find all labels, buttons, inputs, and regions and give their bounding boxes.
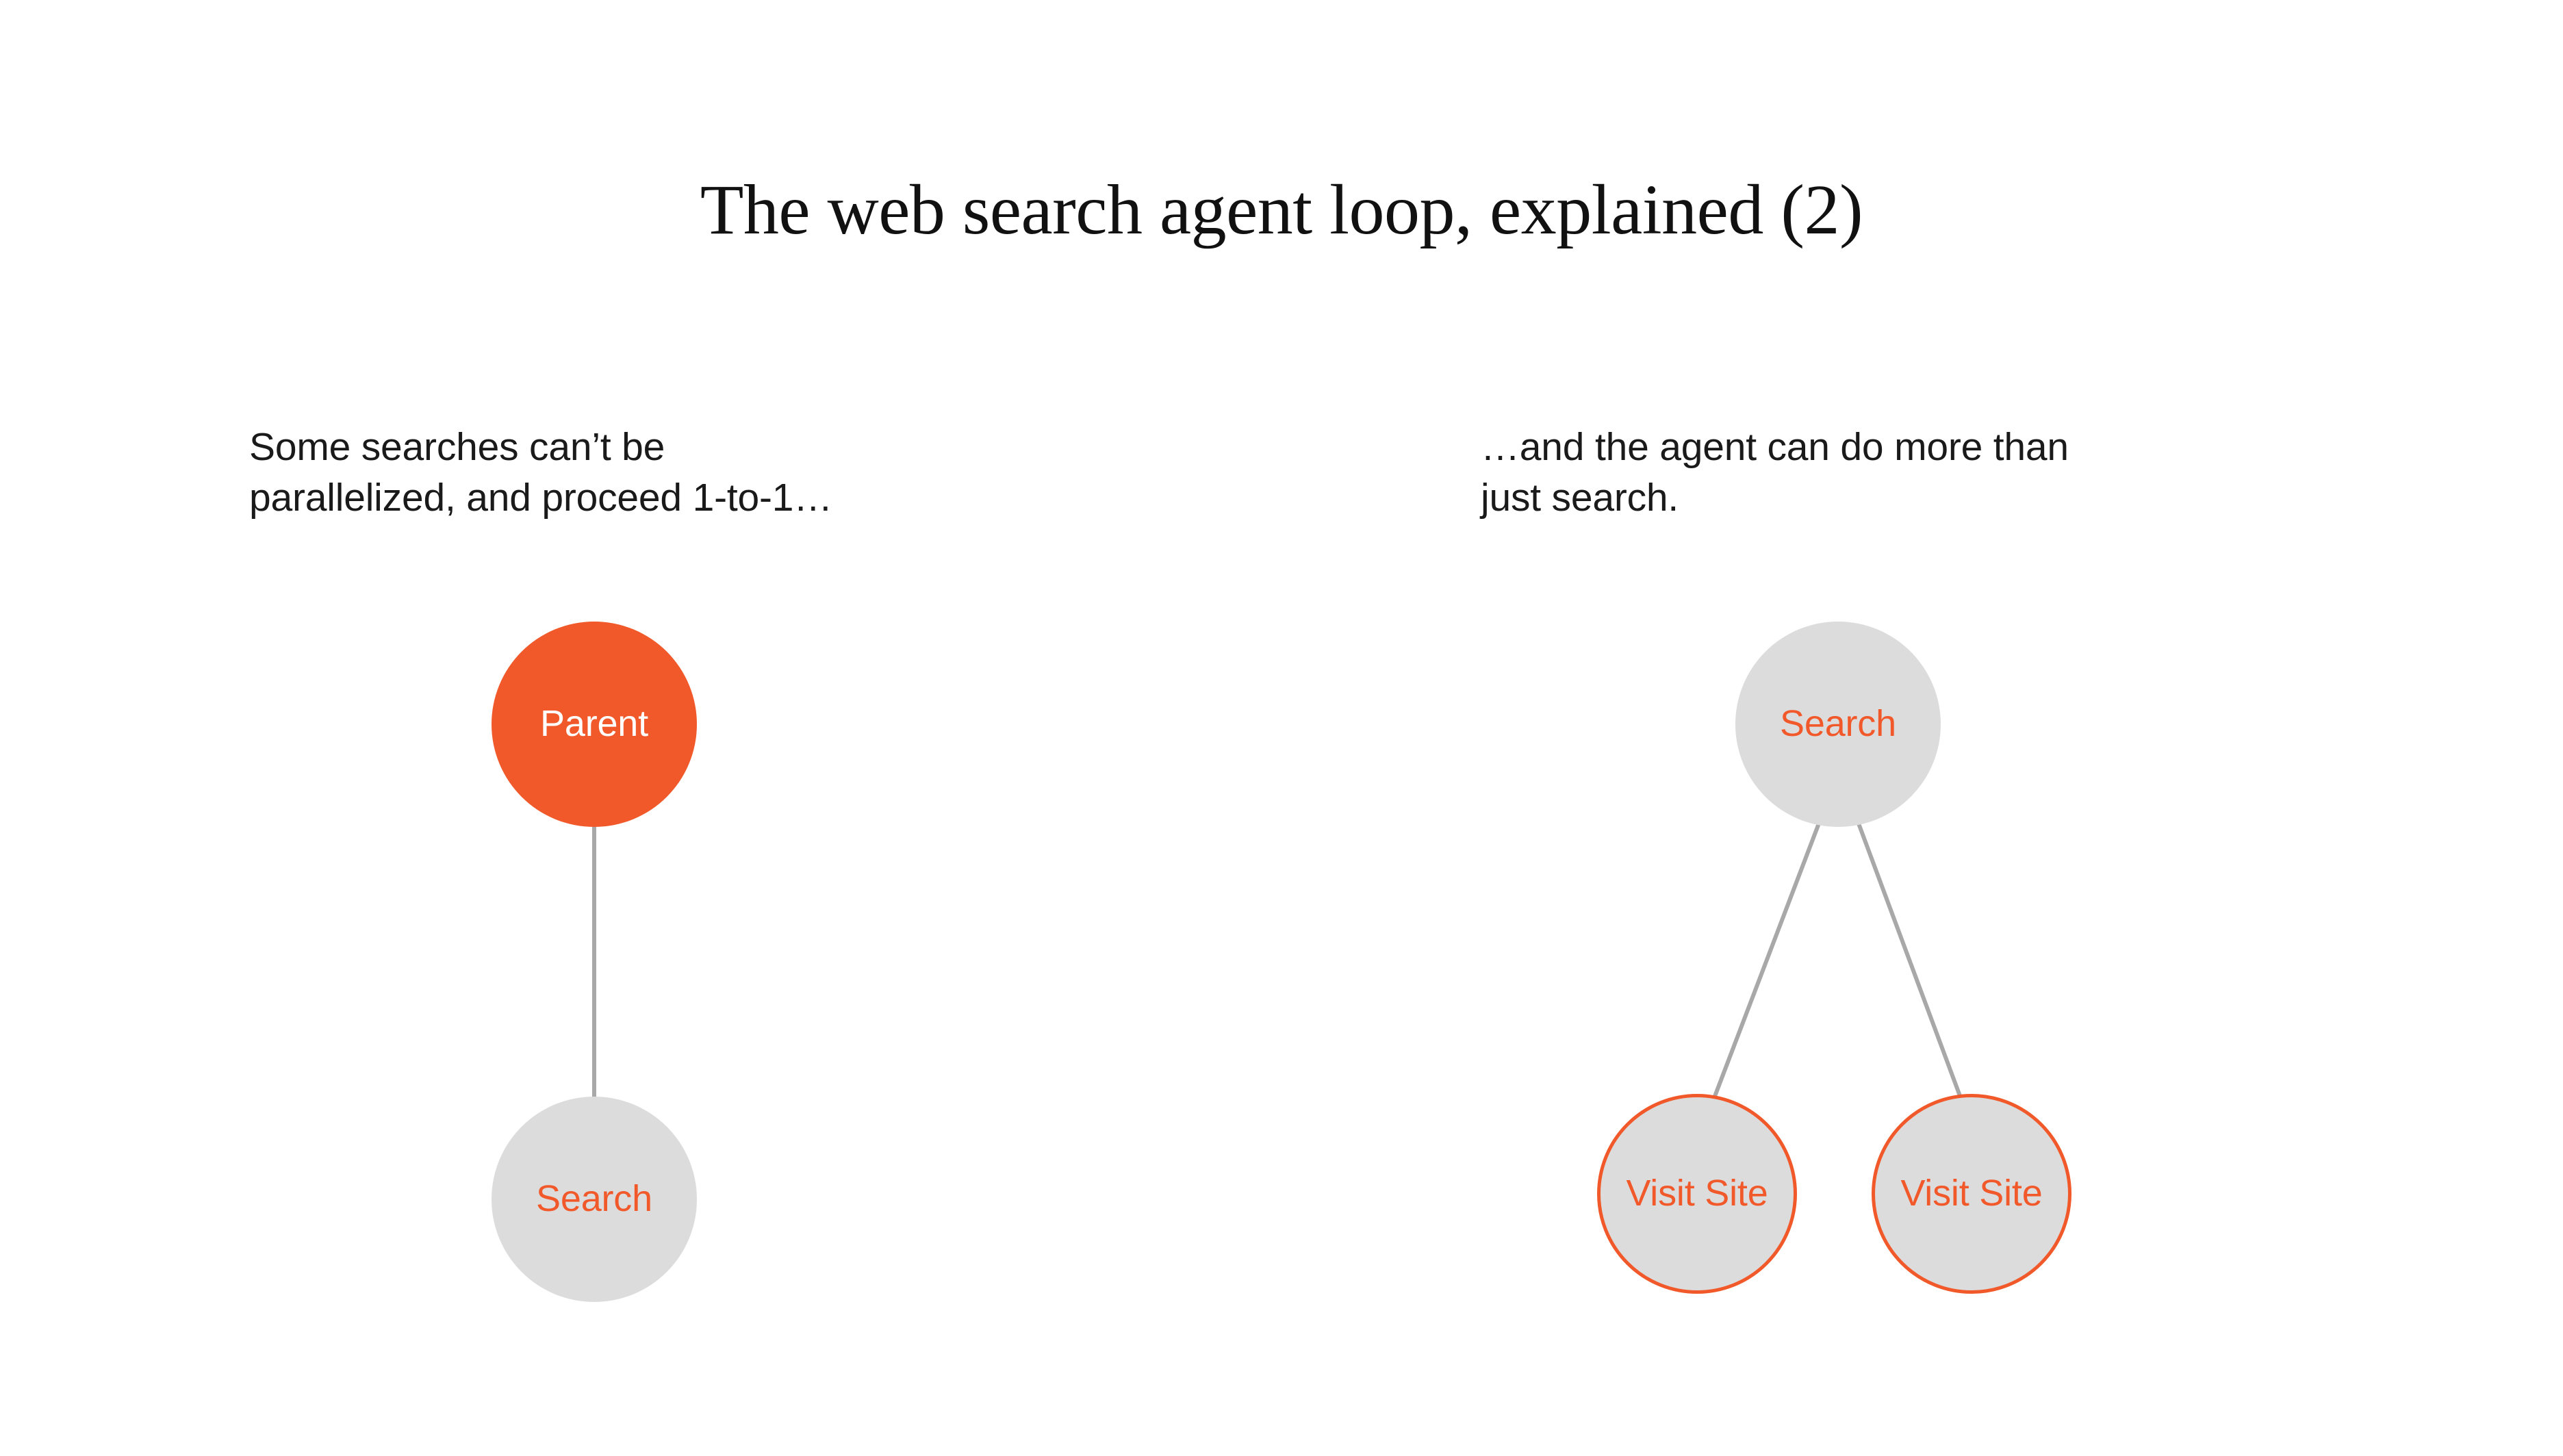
node-visit-site-left-label: Visit Site [1626,1173,1768,1214]
edge-search-to-visit-site-left [1707,817,1823,1114]
node-visit-site-left[interactable]: Visit Site [1597,1094,1797,1294]
node-parent[interactable]: Parent [492,622,697,827]
caption-right-line-1: …and the agent can do more than [1481,425,2069,469]
caption-left: Some searches can’t be parallelized, and… [249,422,1057,523]
caption-left-line-2: parallelized, and proceed 1-to-1… [249,476,833,520]
node-parent-label: Parent [540,703,648,744]
node-right-search[interactable]: Search [1735,622,1941,827]
node-right-search-label: Search [1780,703,1896,744]
node-left-search-label: Search [536,1178,652,1219]
edge-search-to-visit-site-right [1854,817,1968,1114]
node-visit-site-right[interactable]: Visit Site [1872,1094,2071,1294]
caption-right: …and the agent can do more than just sea… [1481,422,2323,523]
caption-right-line-2: just search. [1481,476,1679,520]
node-left-search[interactable]: Search [492,1097,697,1302]
node-visit-site-right-label: Visit Site [1900,1173,2043,1214]
caption-left-line-1: Some searches can’t be [249,425,665,469]
page-title: The web search agent loop, explained (2) [700,170,1863,249]
